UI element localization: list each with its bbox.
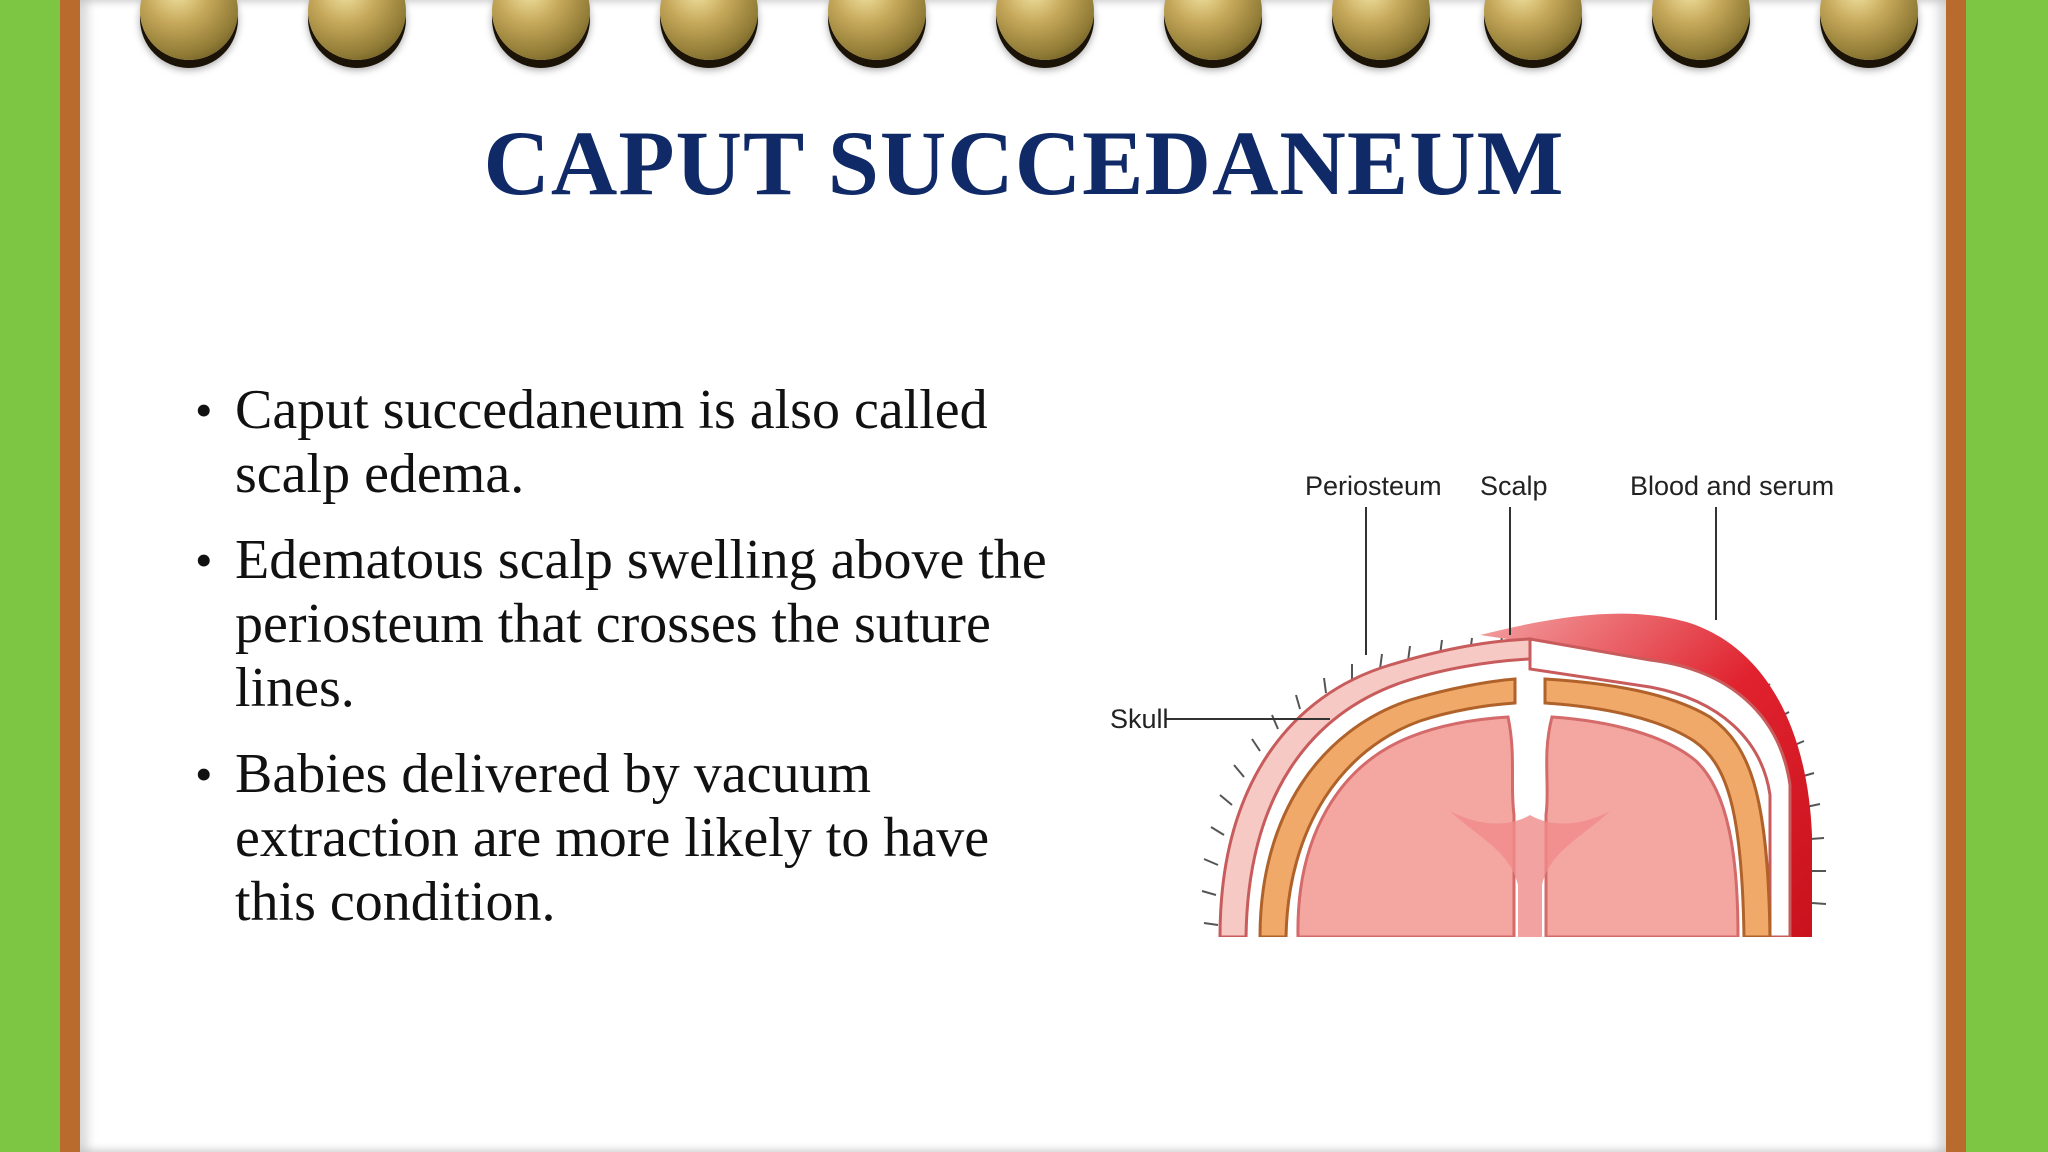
bullet-item: Caput succedaneum is also called scalp e…	[195, 378, 1065, 506]
binder-ring	[140, 0, 238, 60]
bullet-item: Edematous scalp swelling above the perio…	[195, 528, 1065, 720]
brain-ventricle	[1450, 811, 1610, 937]
scalp-layer-right	[1528, 637, 1792, 937]
brain-right	[1544, 715, 1740, 937]
binder-ring	[1164, 0, 1262, 60]
binder-rings	[0, 0, 2048, 80]
binder-ring	[660, 0, 758, 60]
label-scalp: Scalp	[1480, 471, 1548, 501]
binder-ring	[308, 0, 406, 60]
binder-ring	[828, 0, 926, 60]
bullet-list: Caput succedaneum is also called scalp e…	[195, 378, 1065, 956]
bullet-item: Babies delivered by vacuum extraction ar…	[195, 742, 1065, 934]
binder-ring	[1332, 0, 1430, 60]
brain-left	[1296, 715, 1516, 937]
binder-ring	[996, 0, 1094, 60]
label-lines	[1166, 507, 1717, 720]
binder-ring	[1484, 0, 1582, 60]
skull-bone	[1258, 677, 1517, 937]
slide-title: CAPUT SUCCEDANEUM	[483, 112, 1565, 214]
label-skull: Skull	[1110, 704, 1169, 734]
skull-bone-right	[1543, 677, 1772, 937]
label-periosteum: Periosteum	[1305, 471, 1442, 501]
binder-ring	[492, 0, 590, 60]
binder-ring	[1820, 0, 1918, 60]
label-blood-and-serum: Blood and serum	[1630, 471, 1834, 501]
binder-ring	[1652, 0, 1750, 60]
scalp-diagram: Periosteum Scalp Blood and serum Skull	[1110, 471, 1834, 937]
